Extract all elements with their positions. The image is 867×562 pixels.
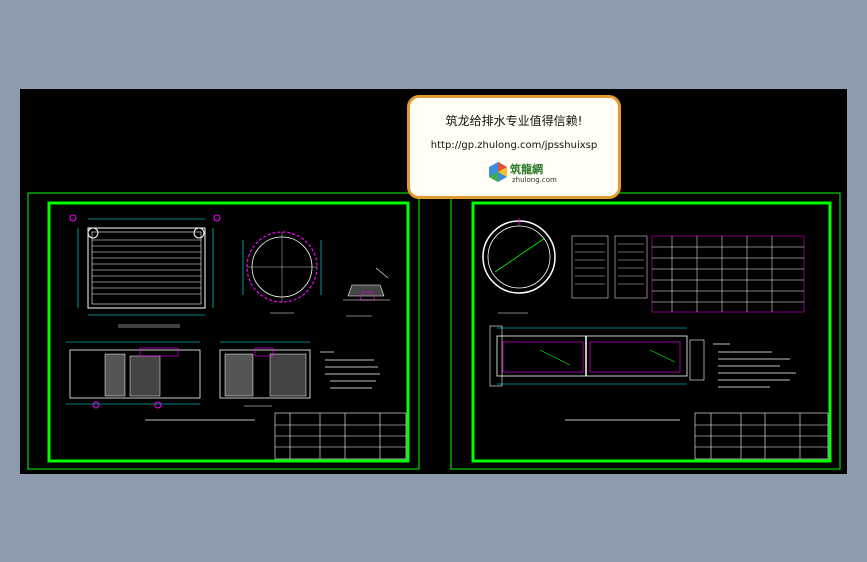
zhulong-logo-icon xyxy=(489,162,507,182)
left-drawing-sheet xyxy=(27,192,420,470)
logo-name: 筑龍網 xyxy=(510,163,543,176)
zhulong-logo[interactable]: 筑龍網 zhulong.com xyxy=(488,161,557,187)
right-notes xyxy=(713,343,796,388)
manhole-cover-plan xyxy=(242,231,322,314)
left-sheet-inner-border xyxy=(47,201,410,463)
right-title-block xyxy=(694,412,829,460)
left-title-block xyxy=(274,412,407,460)
left-sheet-outer-border xyxy=(27,192,420,470)
logo-domain: zhulong.com xyxy=(512,176,557,184)
plan-view xyxy=(69,214,221,328)
banner-url-link[interactable]: http://gp.zhulong.com/jpsshuixsp xyxy=(430,140,598,151)
section-view-left xyxy=(66,341,201,409)
longitudinal-section xyxy=(489,325,705,387)
section-view-right xyxy=(219,341,311,407)
zhulong-ad-banner[interactable]: 筑龙给排水专业值得信赖! http://gp.zhulong.com/jpssh… xyxy=(407,95,621,199)
right-drawing-sheet xyxy=(450,192,841,470)
bracket-detail xyxy=(343,267,390,317)
manhole-plan-right xyxy=(482,218,556,314)
banner-slogan: 筑龙给排水专业值得信赖! xyxy=(445,114,583,128)
schedule-tables xyxy=(571,235,805,313)
right-sheet-inner-border xyxy=(471,201,832,463)
right-sheet-outer-border xyxy=(450,192,841,470)
left-notes xyxy=(320,351,380,389)
